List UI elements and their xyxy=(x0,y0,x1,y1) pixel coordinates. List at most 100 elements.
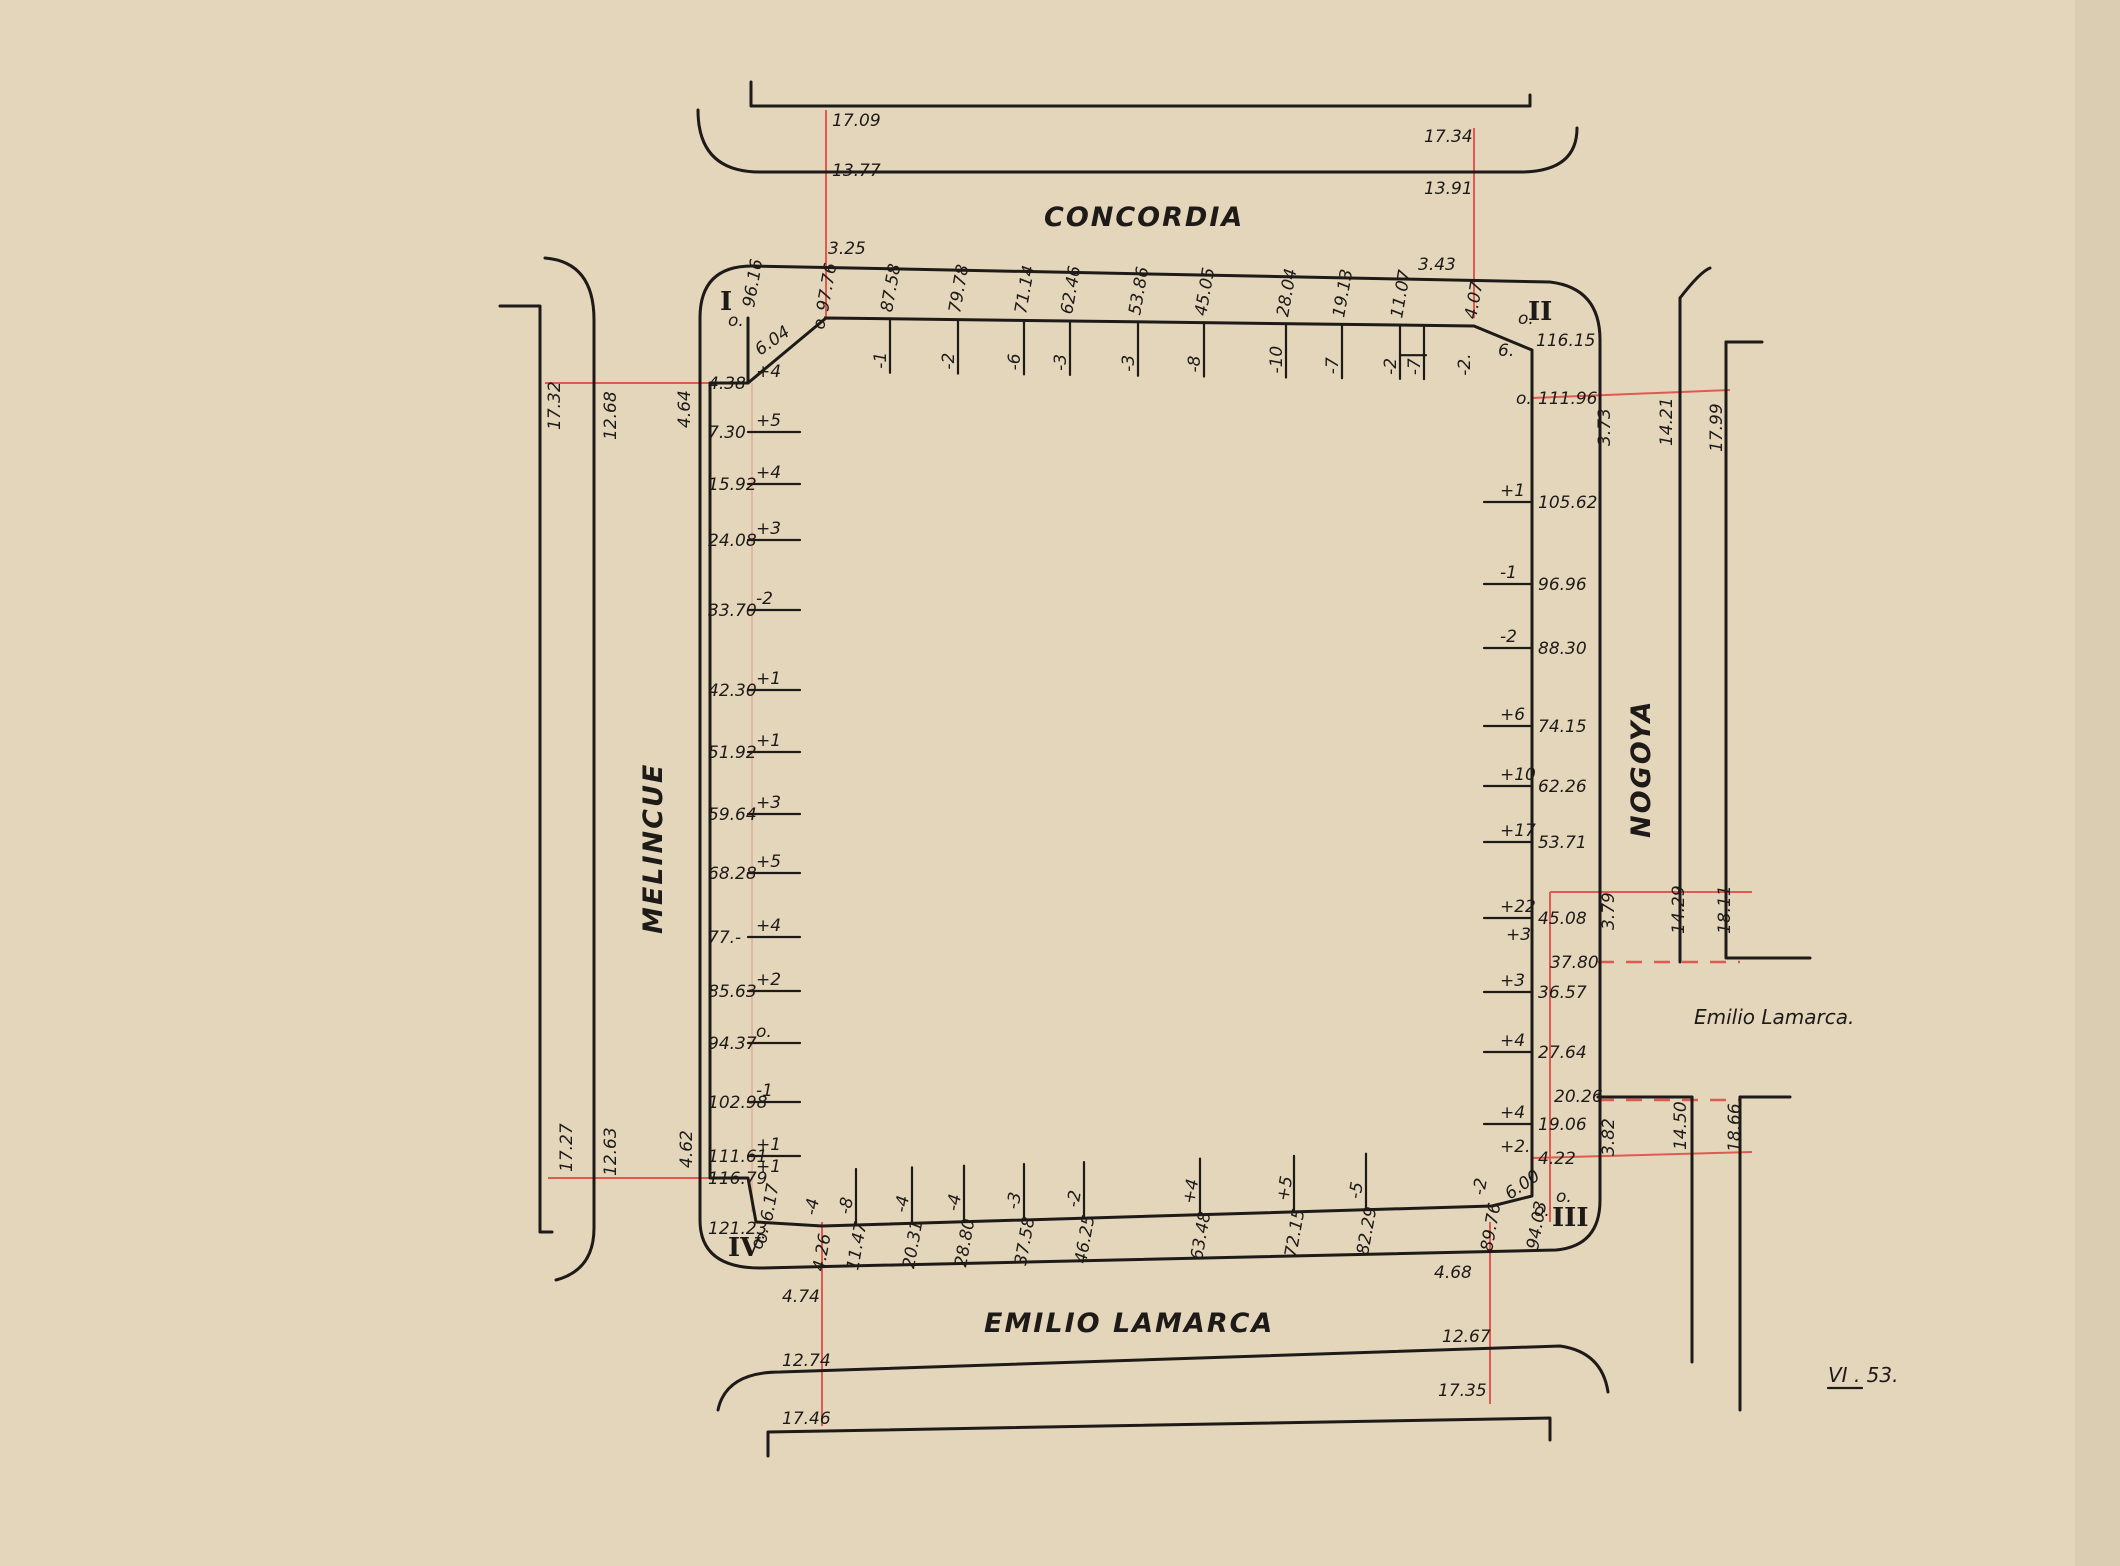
south-outer-left: 17.46 xyxy=(782,1409,831,1429)
south-tick-sign: -5 xyxy=(1345,1180,1368,1200)
south-outer-right: 17.35 xyxy=(1438,1381,1487,1401)
north-offset-right: 3.43 xyxy=(1418,255,1456,275)
corner-iv-zero2: o. xyxy=(751,1226,773,1245)
west-tick-sign: -1 xyxy=(756,1081,773,1101)
west-tick-value: 116.79 xyxy=(708,1169,767,1189)
north-tick-sign: -7 xyxy=(1323,357,1343,374)
measured-polygon xyxy=(708,316,1534,1228)
south-tick-sign: -4 xyxy=(943,1192,966,1212)
corner-marker-iv: IV xyxy=(728,1233,761,1263)
corner-i-zero2: o. xyxy=(809,312,831,331)
west-tick-value: 7.30 xyxy=(708,423,746,443)
west-tick-value: 85.63 xyxy=(708,982,757,1002)
north-tick-sign: -10 xyxy=(1267,346,1287,374)
east-tick-value: 111.96 xyxy=(1538,389,1598,409)
east-outer-bottom: 18.66 xyxy=(1725,1103,1745,1152)
west-tick-value: 102.98 xyxy=(708,1093,768,1113)
north-tick-sign: -2 xyxy=(939,353,959,370)
south-curb-left: 12.74 xyxy=(782,1351,831,1371)
west-tick-value: 4.38 xyxy=(708,374,746,394)
south-tick-sign: +4 xyxy=(1179,1177,1203,1205)
east-outer-mid: 18.11 xyxy=(1715,885,1735,934)
east-tick-sign: +4 xyxy=(1500,1103,1525,1123)
west-tick-sign: +4 xyxy=(756,463,781,483)
corner-iii-zero2: o. xyxy=(1534,1201,1550,1221)
corner-marker-ii: II xyxy=(1528,297,1552,327)
north-tick-sign: -3 xyxy=(1051,354,1071,371)
east-tick-value: 62.26 xyxy=(1538,777,1587,797)
south-tick-sign: -2 xyxy=(1469,1177,1492,1197)
east-offset-mid: 3.79 xyxy=(1599,892,1619,930)
corner-iv-value: 121.23 xyxy=(708,1219,767,1239)
east-tick-sign: +17 xyxy=(1500,821,1536,841)
south-offset-left: 4.74 xyxy=(782,1287,820,1307)
west-tick-value: 59.64 xyxy=(708,805,757,825)
south-tick-sign: -3 xyxy=(1003,1191,1026,1211)
west-tick-sign: +1 xyxy=(756,1157,781,1177)
corner-i-zero: o. xyxy=(728,311,744,331)
west-tick-value: 94.37 xyxy=(708,1034,757,1054)
east-tick-sign: +22 xyxy=(1500,897,1536,917)
west-tick-sign: +5 xyxy=(756,852,781,872)
west-tick-sign: +1 xyxy=(756,731,781,751)
corner-ii-zero: o. xyxy=(1518,309,1534,329)
corner-ii-zero2: o. xyxy=(1516,389,1532,409)
east-side-ticks: 111.96105.62+196.96-188.30-274.15+662.26… xyxy=(1482,389,1598,1169)
north-tick-sign: -2 xyxy=(1381,358,1401,375)
west-tick-value: 15.92 xyxy=(708,475,757,495)
west-tick-value: 42.30 xyxy=(708,681,757,701)
west-side-ticks: 4.38+47.30+515.92+424.08+333.70-242.30+1… xyxy=(708,362,802,1189)
west-outer-top: 17.32 xyxy=(545,381,565,430)
south-tick-sign: -8 xyxy=(835,1196,858,1216)
west-tick-sign: +3 xyxy=(756,793,781,813)
east-tick-value: 88.30 xyxy=(1538,639,1587,659)
east-tick-sign: +10 xyxy=(1500,765,1536,785)
east-tick-value: 45.08 xyxy=(1538,909,1587,929)
street-label-south: EMILIO LAMARCA xyxy=(984,1308,1274,1339)
south-tick-sign: -2 xyxy=(1063,1189,1086,1209)
east-curb-mid: 14.29 xyxy=(1669,885,1689,934)
east-tick-value: 19.06 xyxy=(1538,1115,1587,1135)
east-tick-value: 105.62 xyxy=(1538,493,1597,513)
street-label-north: CONCORDIA xyxy=(1044,202,1244,233)
east-tick-sign: -2 xyxy=(1500,627,1517,647)
west-tick-sign: -2 xyxy=(756,589,773,609)
street-label-east: NOGOYA xyxy=(1626,699,1657,838)
east-tick-sign: +2. xyxy=(1500,1137,1530,1157)
west-tick-sign: o. xyxy=(756,1022,772,1042)
north-tick-sign: -2. xyxy=(1455,353,1475,375)
west-tick-value: 24.08 xyxy=(708,531,757,551)
east-tick-value: 4.22 xyxy=(1538,1149,1576,1169)
west-tick-value: 68.28 xyxy=(708,864,757,884)
east-tick-sign: +3 xyxy=(1500,971,1525,991)
corner-iii-zero: o. xyxy=(1556,1187,1572,1207)
north-curb-left: 13.77 xyxy=(832,161,881,181)
corner-marker-iii: III xyxy=(1552,1203,1589,1233)
east-gap-top: 37.80 xyxy=(1550,953,1599,973)
north-tick-sign: -6 xyxy=(1005,353,1025,370)
east-offset-top: 3.73 xyxy=(1595,408,1615,446)
south-tick-sign: -4 xyxy=(801,1197,824,1217)
east-tick-value: 53.71 xyxy=(1538,833,1587,853)
west-tick-sign: +4 xyxy=(756,362,781,382)
east-tick-sign-2: +3 xyxy=(1506,925,1531,945)
west-curb-bottom: 12.63 xyxy=(601,1127,621,1176)
paper-shade xyxy=(2075,0,2120,1566)
east-tick-value: 96.96 xyxy=(1538,575,1587,595)
north-curb-right: 13.91 xyxy=(1424,179,1473,199)
south-curb-right: 12.67 xyxy=(1442,1327,1491,1347)
west-tick-sign: +3 xyxy=(756,519,781,539)
corner-ii-chamfer: 6. xyxy=(1498,341,1514,361)
corner-iv-zero: o. xyxy=(747,1232,769,1251)
south-tick-sign: -4 xyxy=(891,1194,914,1214)
east-tick-value: 74.15 xyxy=(1538,717,1587,737)
south-offset-right: 4.68 xyxy=(1434,1263,1472,1283)
west-tick-sign: +5 xyxy=(756,411,781,431)
east-offset-bottom: 3.82 xyxy=(1599,1118,1619,1156)
street-label-side: Emilio Lamarca. xyxy=(1694,1005,1854,1029)
north-tick-sign: -7 xyxy=(1405,358,1425,375)
east-gap-bottom: 20.26 xyxy=(1554,1087,1603,1107)
north-tick-sign: -3 xyxy=(1119,355,1139,372)
